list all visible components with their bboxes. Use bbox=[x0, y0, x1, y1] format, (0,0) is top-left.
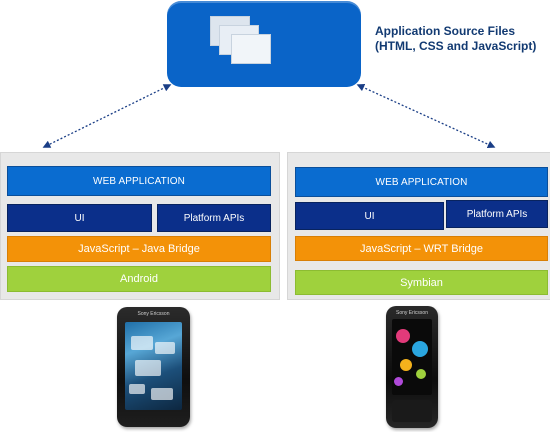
symbian-phone-image: Sony Ericsson bbox=[386, 306, 438, 428]
screen-bubble bbox=[416, 369, 426, 379]
screen-widget bbox=[135, 360, 161, 376]
document-icon-front bbox=[231, 34, 271, 64]
android-ui-layer: UI bbox=[7, 204, 152, 232]
android-phone-brand: Sony Ericsson bbox=[137, 311, 170, 317]
screen-widget bbox=[155, 342, 175, 354]
symbian-web-application: WEB APPLICATION bbox=[295, 167, 548, 197]
android-web-application: WEB APPLICATION bbox=[7, 166, 271, 196]
screen-widget bbox=[131, 336, 153, 350]
connector-arrows bbox=[42, 84, 496, 148]
android-js-bridge: JavaScript – Java Bridge bbox=[7, 236, 271, 262]
screen-bubble bbox=[394, 377, 403, 386]
source-files-title: Application Source Files (HTML, CSS and … bbox=[375, 24, 550, 54]
arrow-to-symbian bbox=[356, 84, 496, 148]
android-os-layer: Android bbox=[7, 266, 271, 292]
android-phone-image: Sony Ericsson bbox=[117, 307, 190, 427]
source-files-box bbox=[167, 1, 361, 87]
source-title-line2: (HTML, CSS and JavaScript) bbox=[375, 39, 537, 53]
screen-widget bbox=[129, 384, 145, 394]
symbian-platform-apis: Platform APIs bbox=[446, 200, 548, 228]
android-platform-apis: Platform APIs bbox=[157, 204, 271, 232]
symbian-phone-keypad bbox=[392, 400, 432, 422]
source-title-line1: Application Source Files bbox=[375, 24, 516, 38]
android-platform-panel: WEB APPLICATION UI Platform APIs JavaScr… bbox=[0, 152, 280, 300]
symbian-platform-panel: WEB APPLICATION UI Platform APIs JavaScr… bbox=[287, 152, 550, 300]
screen-bubble bbox=[412, 341, 428, 357]
screen-widget bbox=[151, 388, 173, 400]
screen-bubble bbox=[396, 329, 410, 343]
symbian-phone-screen bbox=[392, 319, 432, 395]
symbian-ui-layer: UI bbox=[295, 202, 444, 230]
symbian-phone-brand: Sony Ericsson bbox=[396, 310, 428, 316]
symbian-js-bridge: JavaScript – WRT Bridge bbox=[295, 236, 548, 261]
screen-bubble bbox=[400, 359, 412, 371]
symbian-os-layer: Symbian bbox=[295, 270, 548, 295]
arrow-to-android bbox=[42, 84, 172, 148]
android-phone-screen bbox=[125, 322, 182, 410]
